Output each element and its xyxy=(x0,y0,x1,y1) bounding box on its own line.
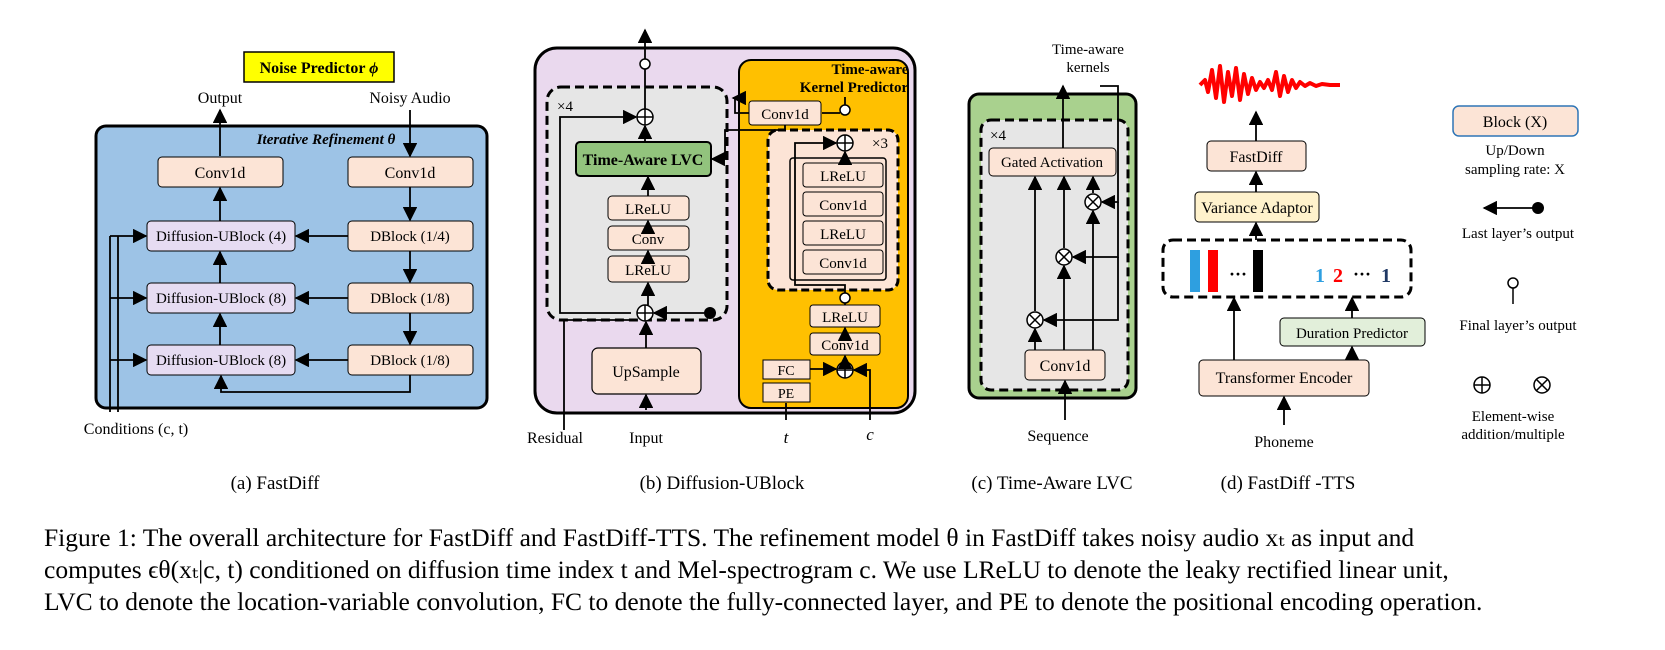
kp-stack-4-label: Conv1d xyxy=(819,256,867,272)
last-output-node xyxy=(704,307,716,319)
bar-blue xyxy=(1190,250,1200,292)
ublock-1-label: Diffusion-UBlock (4) xyxy=(156,229,286,245)
kernel-title-1: Time-aware xyxy=(832,62,909,78)
conditions-label: Conditions (c, t) xyxy=(84,421,188,438)
final-output-node xyxy=(639,58,651,70)
panel-d-connectors xyxy=(1226,110,1360,425)
kp-stack-3-box xyxy=(802,220,884,246)
panel-a-connectors xyxy=(109,186,418,412)
conv-right-label: Conv1d xyxy=(385,165,436,182)
input-label: Input xyxy=(629,430,663,447)
caption-line-1: Figure 1: The overall architecture for F… xyxy=(44,523,1415,552)
output-label: Output xyxy=(198,90,243,107)
stack-lrelu-1-label: LReLU xyxy=(625,202,671,218)
panel-b-diffusion-ublock: Time-aware Kernel Predictor ×4 Time-Awar… xyxy=(527,28,917,494)
kp-stack-2-box xyxy=(802,191,884,217)
legend-last-dot xyxy=(1532,202,1544,214)
variance-adaptor-label: Variance Adaptor xyxy=(1201,200,1313,217)
duration-ellipsis: ··· xyxy=(1353,264,1371,284)
fastdiff-label: FastDiff xyxy=(1229,149,1283,166)
legend-final-node xyxy=(1507,277,1519,289)
legend-last-label: Last layer’s output xyxy=(1462,226,1575,242)
dblock-1-label: DBlock (1/4) xyxy=(370,229,450,245)
gated-activation-label: Gated Activation xyxy=(1001,155,1104,171)
kp-stack-2-label: Conv1d xyxy=(819,198,867,214)
dblock-2-label: DBlock (1/8) xyxy=(370,291,450,307)
panel-c-time-aware-lvc: Time-aware kernels ×4 Gated Activation C… xyxy=(967,42,1138,494)
panel-c-connectors xyxy=(1027,84,1119,420)
svg-text:Noise Predictor ϕ: Noise Predictor ϕ xyxy=(260,60,379,77)
lvc-repeat-label: ×4 xyxy=(990,128,1006,144)
pe-label: PE xyxy=(778,387,794,402)
ublock-2-label: Diffusion-UBlock (8) xyxy=(156,291,286,307)
duration-1: 1 xyxy=(1315,265,1325,287)
residual-label: Residual xyxy=(527,430,584,447)
conv-left-label: Conv1d xyxy=(195,165,246,182)
fc-label: FC xyxy=(777,364,794,379)
panel-d-fastdiff-tts: FastDiff Variance Adaptor ··· 1 2 ··· 1 … xyxy=(1161,64,1426,494)
subcaption-a: (a) FastDiff xyxy=(231,473,320,494)
subcaption-d: (d) FastDiff -TTS xyxy=(1221,473,1356,494)
legend-elementwise-1: Element-wise xyxy=(1472,409,1555,425)
legend-block-desc-2: sampling rate: X xyxy=(1465,162,1565,178)
sequence-label: Sequence xyxy=(1027,428,1088,445)
kp-lrelu-label: LReLU xyxy=(822,310,868,326)
duration-predictor-label: Duration Predictor xyxy=(1296,326,1408,342)
dblock-3-label: DBlock (1/8) xyxy=(370,353,450,369)
legend-block-desc-1: Up/Down xyxy=(1485,143,1545,159)
subcaption-c: (c) Time-Aware LVC xyxy=(971,473,1132,494)
noise-predictor-badge xyxy=(243,51,395,83)
kernels-label-2: kernels xyxy=(1066,60,1109,76)
kp-stack-3-label: LReLU xyxy=(820,227,866,243)
kp-mid-node xyxy=(839,292,851,304)
c-label: c xyxy=(866,425,874,444)
kp-conv-label: Conv1d xyxy=(821,338,869,354)
upsample-label: UpSample xyxy=(612,364,680,381)
legend-elementwise-2: addition/multiple xyxy=(1461,427,1565,443)
noise-predictor-label: Noise Predictor xyxy=(260,60,366,77)
panel-a-fastdiff: Noise Predictor ϕ Output Noisy Audio Ite… xyxy=(84,51,489,494)
ublock-3-label: Diffusion-UBlock (8) xyxy=(156,353,286,369)
kp-top-node xyxy=(839,104,851,116)
caption-line-3: LVC to denote the location-variable conv… xyxy=(44,587,1483,616)
caption-line-2: computes ϵθ(xₜ|c, t) conditioned on diff… xyxy=(44,555,1449,584)
bar-red xyxy=(1208,250,1218,292)
kernel-title-2: Kernel Predictor xyxy=(800,80,909,96)
duration-2: 2 xyxy=(1333,265,1343,287)
kp-stack-1-label: LReLU xyxy=(820,169,866,185)
stack-lrelu-2-label: LReLU xyxy=(625,263,671,279)
stack-conv-label: Conv xyxy=(632,232,665,248)
main-repeat-label: ×4 xyxy=(557,99,573,115)
legend: Block (X) Up/Down sampling rate: X Last … xyxy=(1452,105,1579,443)
kernels-label-1: Time-aware xyxy=(1052,42,1124,58)
noisy-audio-label: Noisy Audio xyxy=(369,90,450,107)
kp-stack-4-box xyxy=(802,249,884,275)
kp-conv-top-label: Conv1d xyxy=(761,107,809,123)
subcaption-b: (b) Diffusion-UBlock xyxy=(640,473,805,494)
pe-box xyxy=(762,382,811,403)
bar-black xyxy=(1253,250,1263,292)
waveform xyxy=(1198,64,1340,104)
iterative-refinement-container xyxy=(94,124,489,410)
legend-block-swatch xyxy=(1452,105,1579,137)
panel-b-connectors xyxy=(559,28,871,430)
transformer-encoder-label: Transformer Encoder xyxy=(1216,370,1353,387)
lvc-label: Time-Aware LVC xyxy=(583,152,704,169)
kp-repeat-label: ×3 xyxy=(872,136,888,152)
iterative-refinement-title: Iterative Refinement θ xyxy=(256,132,396,148)
gated-activation-box xyxy=(988,147,1117,177)
duration-3: 1 xyxy=(1381,265,1391,287)
sequence-region xyxy=(1161,238,1413,299)
phi-symbol: ϕ xyxy=(369,60,378,77)
t-label: t xyxy=(784,428,790,447)
phoneme-label: Phoneme xyxy=(1254,434,1314,451)
legend-block-label: Block (X) xyxy=(1483,114,1547,131)
legend-final-label: Final layer’s output xyxy=(1459,318,1577,334)
bar-ellipsis: ··· xyxy=(1229,264,1247,284)
architecture-figure: Noise Predictor ϕ Output Noisy Audio Ite… xyxy=(84,28,1579,494)
lvc-conv-label: Conv1d xyxy=(1040,358,1091,375)
figure-caption: Figure 1: The overall architecture for F… xyxy=(44,522,1624,618)
